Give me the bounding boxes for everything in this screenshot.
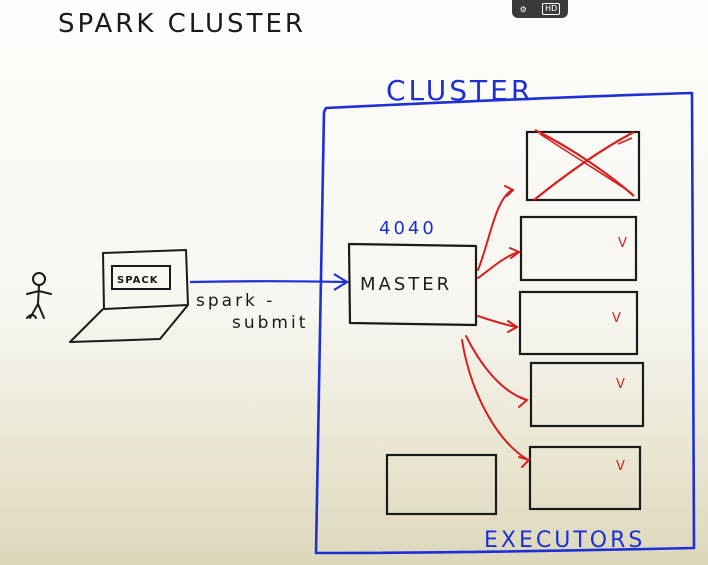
executors-label: EXECUTORS [484, 528, 645, 553]
arrow-to-executor-3-head [507, 320, 519, 333]
idle-node-box [385, 453, 498, 516]
arrow-to-executor-1 [477, 189, 513, 271]
submit-label-line2: submit [232, 313, 308, 333]
executor-4-check: V [616, 377, 625, 392]
executor-box-4 [529, 361, 645, 428]
executor-3-check: V [612, 311, 621, 326]
arrow-to-executor-2-head [509, 247, 521, 259]
master-box [347, 242, 478, 327]
submit-arrowhead [333, 273, 350, 291]
executor-box-2 [519, 215, 638, 282]
user-figure [26, 272, 52, 319]
executor-crossed [525, 129, 641, 202]
hd-label: HD [542, 3, 561, 15]
arrow-to-executor-4-head [516, 395, 529, 408]
executor-arrows [461, 185, 531, 468]
executor-box-5 [528, 445, 642, 511]
diagram-title: SPARK CLUSTER [58, 9, 306, 39]
laptop [69, 249, 189, 343]
cluster-boundary [314, 91, 696, 555]
arrow-to-executor-2 [477, 251, 519, 279]
arrow-to-executor-3 [477, 315, 517, 328]
laptop-screen-label: SPACK [117, 275, 159, 286]
settings-icon: ⚙ [519, 4, 527, 14]
video-quality-badge[interactable]: ⚙ HD [512, 0, 568, 18]
submit-label-line1: spark - [196, 291, 275, 311]
laptop-screen-box [111, 265, 171, 290]
executor-box-3 [518, 290, 639, 356]
arrow-to-executor-5-head [518, 456, 531, 468]
arrow-to-executor-1-head [504, 185, 515, 197]
master-label: MASTER [360, 274, 452, 295]
executor-5-check: V [616, 459, 625, 474]
arrow-to-executor-5 [461, 339, 529, 461]
submit-arrow [189, 280, 347, 284]
port-label: 4040 [379, 218, 437, 239]
executor-2-check: V [618, 236, 627, 251]
